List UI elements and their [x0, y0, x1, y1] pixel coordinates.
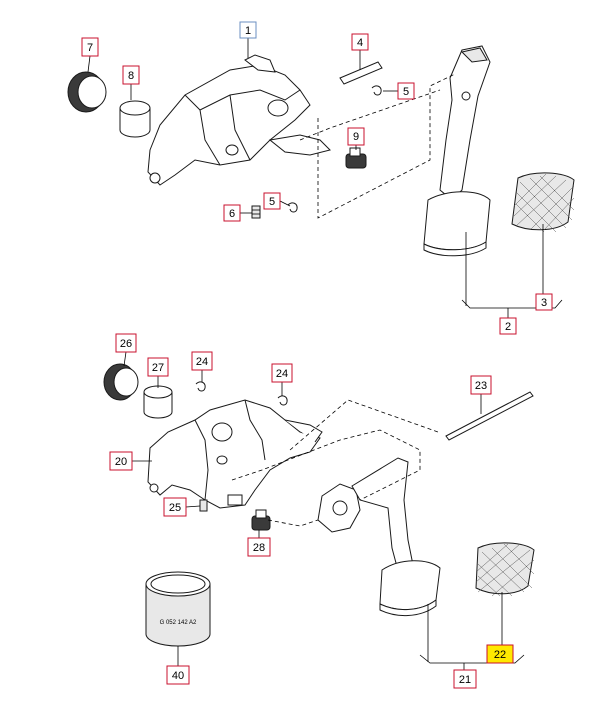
- svg-text:9: 9: [353, 131, 359, 143]
- bushing-26: [103, 363, 139, 401]
- callout-22: 22: [486, 644, 514, 664]
- svg-text:1: 1: [245, 25, 251, 37]
- svg-text:24: 24: [276, 368, 288, 380]
- pedal-bracket-bottom: [147, 399, 323, 509]
- callout-1: 1: [239, 21, 257, 58]
- svg-text:26: 26: [120, 338, 132, 350]
- pedal-pad-3: [511, 172, 575, 233]
- svg-text:28: 28: [253, 542, 265, 554]
- clip-24-left: [195, 381, 206, 392]
- svg-text:23: 23: [475, 380, 487, 392]
- svg-text:5: 5: [269, 196, 275, 208]
- clip-5-right: [371, 85, 382, 96]
- clip-24-right: [277, 395, 288, 406]
- svg-text:2: 2: [505, 321, 511, 333]
- svg-text:3: 3: [541, 297, 547, 309]
- shaft-4: [339, 61, 383, 85]
- pedal-mechanism-bottom: [317, 483, 361, 533]
- callout-20: 20: [109, 451, 152, 471]
- callout-21: 21: [453, 669, 477, 689]
- pedal-pad-22: [475, 542, 535, 597]
- brake-pedal-bottom: [351, 457, 441, 616]
- svg-text:4: 4: [357, 37, 363, 49]
- svg-text:7: 7: [87, 42, 93, 54]
- callout-6: 6: [223, 204, 252, 222]
- svg-text:27: 27: [152, 362, 164, 374]
- part-label: G 052 142 A2: [160, 620, 197, 626]
- clip-5-lower: [287, 202, 298, 213]
- callout-40: 40: [166, 665, 190, 685]
- callout-24-left: 24: [191, 351, 213, 382]
- callout-5-right: 5: [383, 82, 415, 100]
- shaft-23: [445, 391, 534, 441]
- dash-top-1: [317, 73, 456, 219]
- brake-pedal-top: [423, 45, 491, 257]
- dash-top-2: [299, 89, 441, 141]
- svg-text:20: 20: [115, 456, 127, 468]
- svg-text:22: 22: [494, 649, 506, 661]
- svg-text:6: 6: [229, 208, 235, 220]
- callout-3: 3: [535, 293, 553, 311]
- pedal-bracket-top: [147, 54, 331, 186]
- callout-2: 2: [499, 317, 517, 335]
- callout-5-lower: 5: [263, 192, 291, 210]
- bushing-8: [119, 100, 151, 138]
- switch-9: [345, 147, 367, 169]
- bolt-6: [251, 205, 261, 219]
- switch-28: [251, 509, 271, 531]
- bolt-25: [199, 499, 208, 512]
- callout-7: 7: [81, 37, 99, 73]
- callout-28: 28: [247, 530, 271, 557]
- callout-25: 25: [163, 497, 201, 517]
- callout-4: 4: [351, 33, 369, 70]
- dash-bottom-1: [231, 429, 421, 501]
- callout-27: 27: [147, 357, 169, 388]
- svg-text:21: 21: [459, 674, 471, 686]
- callout-9: 9: [347, 127, 365, 150]
- svg-text:25: 25: [169, 502, 181, 514]
- bushing-27: [143, 385, 173, 419]
- callout-26: 26: [115, 333, 137, 367]
- svg-text:5: 5: [403, 86, 409, 98]
- dash-bottom-2: [267, 519, 319, 527]
- callout-24-right: 24: [271, 363, 293, 396]
- bushing-7: [67, 71, 107, 113]
- dash-bottom-3: [289, 399, 439, 451]
- svg-text:40: 40: [172, 670, 184, 682]
- leader-21-bracket: [419, 654, 525, 664]
- svg-text:24: 24: [196, 356, 208, 368]
- adhesive-roll-40: G 052 142 A2: [145, 571, 211, 647]
- svg-text:8: 8: [128, 70, 134, 82]
- callout-8: 8: [122, 65, 140, 100]
- callout-23: 23: [470, 375, 492, 414]
